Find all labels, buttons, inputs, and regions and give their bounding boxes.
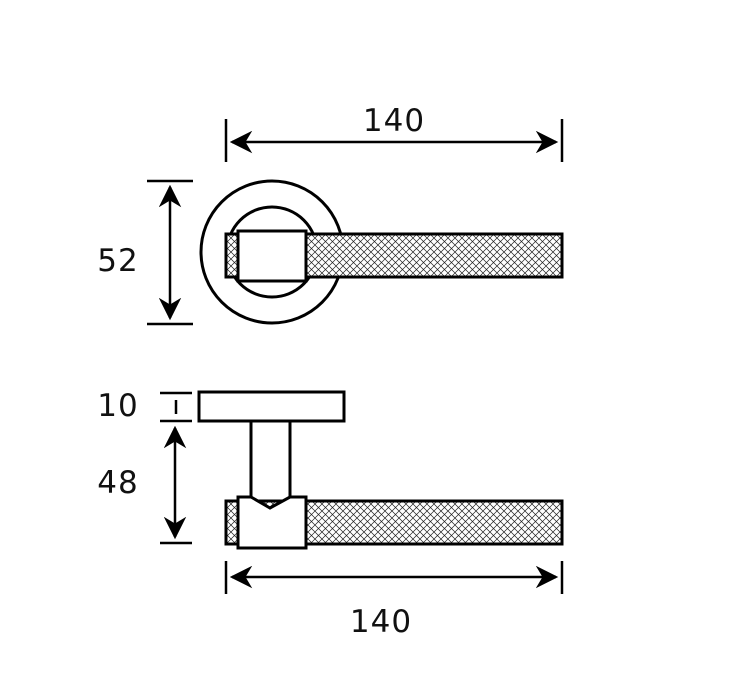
top-width-dimension: 140: [224, 103, 564, 162]
side-view: 10 48 140: [97, 388, 564, 640]
rose-thickness-dimension: 10: [97, 388, 192, 424]
front-view: 140 52: [97, 103, 564, 326]
lever-hub: [236, 229, 308, 283]
lever-hub-side: [236, 495, 308, 550]
rose-thickness-label: 10: [97, 388, 138, 424]
rose-height-label: 52: [97, 243, 138, 279]
rose-plate-side: [197, 390, 346, 423]
lever-projection-label: 48: [97, 465, 138, 501]
bottom-width-label: 140: [350, 604, 412, 640]
lever-projection-dimension: 48: [97, 425, 192, 545]
top-width-label: 140: [363, 103, 425, 139]
bottom-width-dimension: 140: [224, 561, 564, 640]
rose-height-dimension: 52: [97, 179, 193, 326]
